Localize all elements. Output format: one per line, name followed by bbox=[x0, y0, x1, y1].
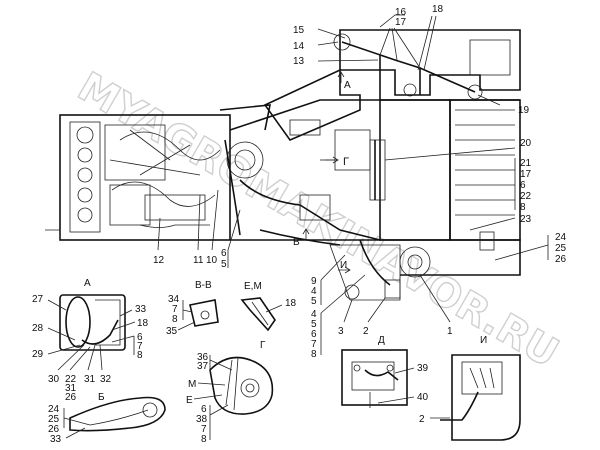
callout-8-a: 8 bbox=[137, 350, 143, 361]
callout-28: 28 bbox=[32, 323, 44, 334]
view-i-detail: И 2 bbox=[419, 335, 521, 441]
letter-m: М bbox=[188, 379, 196, 390]
callout-37: 37 bbox=[197, 361, 209, 372]
callout-7-g: 7 bbox=[201, 424, 207, 435]
view-d-detail: Д 39 40 bbox=[341, 335, 429, 408]
view-arrow-i: И bbox=[340, 260, 347, 271]
callout-4-a: 4 bbox=[311, 286, 317, 297]
callout-6-r: 6 bbox=[520, 180, 526, 191]
callout-2-i: 2 bbox=[419, 414, 425, 425]
callout-33-a: 33 bbox=[135, 304, 147, 315]
view-arrow-v: В bbox=[293, 237, 300, 248]
view-a-detail: А 33 18 27 28 29 6 7 8 30 22 31 26 31 32 bbox=[32, 278, 149, 403]
callout-26-b: 26 bbox=[48, 424, 60, 435]
callout-10: 10 bbox=[206, 255, 218, 266]
view-b-label: Б bbox=[98, 392, 105, 403]
callout-5-a: 5 bbox=[311, 296, 317, 307]
callout-13: 13 bbox=[293, 56, 305, 67]
callout-6-a: 6 bbox=[137, 332, 143, 343]
callout-9: 9 bbox=[311, 276, 317, 287]
callout-17-r: 17 bbox=[520, 169, 532, 180]
view-a-label: А bbox=[84, 278, 91, 289]
callout-7-vv: 7 bbox=[172, 304, 178, 315]
callout-18-em: 18 bbox=[285, 298, 297, 309]
callout-4-b: 4 bbox=[311, 309, 317, 320]
callout-21: 21 bbox=[520, 158, 532, 169]
callout-35: 35 bbox=[166, 326, 178, 337]
view-g-detail: Г 36 37 М Е 6 38 7 8 bbox=[186, 340, 274, 445]
view-arrow-g: Г bbox=[343, 156, 349, 168]
callout-38: 38 bbox=[196, 414, 208, 425]
callout-27: 27 bbox=[32, 294, 44, 305]
callout-33-b: 33 bbox=[50, 434, 62, 445]
callout-25-b: 25 bbox=[48, 414, 60, 425]
callout-22-r: 22 bbox=[520, 191, 532, 202]
callout-36: 36 bbox=[197, 352, 209, 363]
callout-18-top: 18 bbox=[432, 4, 444, 15]
callout-19: 19 bbox=[518, 105, 530, 116]
view-em-label: Е,М bbox=[244, 281, 262, 292]
view-g-label: Г bbox=[260, 340, 266, 351]
callout-16: 16 bbox=[395, 7, 407, 18]
callout-14: 14 bbox=[293, 41, 305, 52]
view-i-label: И bbox=[480, 335, 487, 346]
view-arrow-a: A bbox=[344, 80, 351, 91]
callout-22-a: 22 bbox=[65, 374, 77, 385]
callout-32: 32 bbox=[100, 374, 112, 385]
callout-6-b: 6 bbox=[311, 329, 317, 340]
callout-31-b: 31 bbox=[84, 374, 96, 385]
main-callouts: 15 14 13 16 17 18 19 20 21 17 6 22 8 23 … bbox=[153, 4, 567, 360]
callout-6-m: 6 bbox=[221, 248, 227, 259]
callout-23: 23 bbox=[520, 214, 532, 225]
callout-31-a: 31 bbox=[65, 383, 77, 394]
callout-20: 20 bbox=[520, 138, 532, 149]
callout-5-b: 5 bbox=[311, 319, 317, 330]
callout-29: 29 bbox=[32, 349, 44, 360]
view-vv-detail: В-В 34 7 8 35 bbox=[166, 280, 219, 337]
callout-5-m: 5 bbox=[221, 259, 227, 270]
view-vv-label: В-В bbox=[195, 280, 212, 291]
callout-7-b: 7 bbox=[311, 339, 317, 350]
callout-30: 30 bbox=[48, 374, 60, 385]
callout-17: 17 bbox=[395, 17, 407, 28]
callout-25: 25 bbox=[555, 243, 567, 254]
callout-15: 15 bbox=[293, 25, 305, 36]
callout-6-g: 6 bbox=[201, 404, 207, 415]
callout-24-b: 24 bbox=[48, 404, 60, 415]
callout-40: 40 bbox=[417, 392, 429, 403]
callout-26: 26 bbox=[555, 254, 567, 265]
callout-18-a: 18 bbox=[137, 318, 149, 329]
callout-26-a: 26 bbox=[65, 392, 77, 403]
callout-8-g: 8 bbox=[201, 434, 207, 445]
view-d-label: Д bbox=[378, 335, 385, 346]
callout-1: 1 bbox=[447, 326, 453, 337]
callout-34: 34 bbox=[168, 294, 180, 305]
callout-2-main: 2 bbox=[363, 326, 369, 337]
callout-24: 24 bbox=[555, 232, 567, 243]
callout-39: 39 bbox=[417, 363, 429, 374]
callout-8-vv: 8 bbox=[172, 314, 178, 325]
callout-8-r: 8 bbox=[520, 202, 526, 213]
view-b-detail: Б 24 25 26 33 bbox=[48, 392, 166, 445]
callout-3: 3 bbox=[338, 326, 344, 337]
callout-11: 11 bbox=[193, 255, 204, 266]
callout-8-b: 8 bbox=[311, 349, 317, 360]
callout-12: 12 bbox=[153, 255, 165, 266]
letter-e: Е bbox=[186, 395, 193, 406]
main-plan-view bbox=[45, 29, 521, 301]
callout-7-a: 7 bbox=[137, 341, 143, 352]
view-em-detail: Е,М 18 bbox=[240, 281, 297, 332]
